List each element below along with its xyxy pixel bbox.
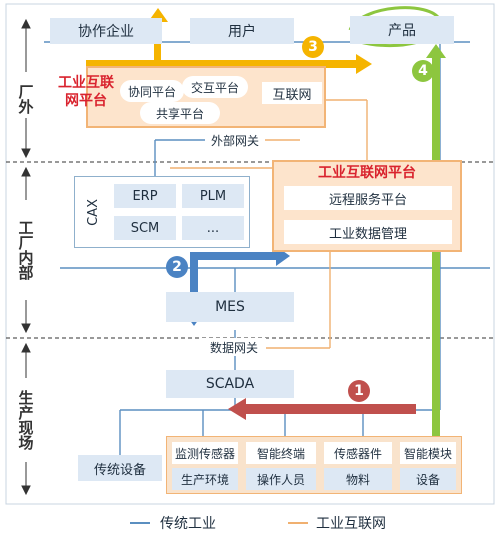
device-tile-2-top-label: 智能终端 [256, 446, 305, 461]
product-label: 产品 [388, 23, 416, 39]
step-4-badge: 4 [412, 60, 434, 82]
plm-label: PLM [199, 188, 227, 204]
cloud-share-label: 共享平台 [155, 106, 204, 121]
inner-iip-title-box: 工业互联网平台 [272, 160, 462, 184]
zone-label-factory: 工厂内部 [8, 200, 42, 300]
step-4-number: 4 [418, 63, 428, 79]
device-tile-1-top: 监测传感器 [172, 442, 238, 464]
erp-label: ERP [132, 188, 158, 204]
arrow-1-red [228, 398, 416, 420]
device-tile-3-bottom-label: 物料 [345, 472, 370, 487]
cax-label-box: CAX [80, 182, 106, 242]
more-systems-label: ... [206, 220, 220, 236]
step-2-number: 2 [172, 259, 182, 275]
cax-label: CAX [85, 198, 101, 226]
step-1-badge: 1 [348, 380, 370, 402]
external-gateway: 外部网关 [205, 130, 265, 150]
plm-box: PLM [182, 184, 244, 208]
device-tile-1-bottom: 生产环境 [172, 468, 238, 490]
zone-arrows [21, 18, 31, 496]
internet-label: 互联网 [272, 87, 312, 103]
device-tile-4-bottom: 设备 [400, 468, 456, 490]
inner-iip-title: 工业互联网平台 [318, 165, 416, 181]
mes-box: MES [166, 292, 294, 322]
device-tile-4-bottom-label: 设备 [415, 472, 440, 487]
step-3-number: 3 [308, 39, 318, 55]
device-tile-2-top: 智能终端 [246, 442, 316, 464]
data-gateway-label: 数据网关 [209, 340, 258, 355]
step-2-badge: 2 [166, 256, 188, 278]
remote-service-box: 远程服务平台 [284, 186, 452, 210]
zone-label-text: 生产现场 [16, 390, 35, 450]
outer-frame [5, 3, 495, 505]
cloud-interact: 交互平台 [182, 76, 248, 98]
device-tile-3-top-label: 传感器件 [333, 446, 382, 461]
cloud-collab-label: 协同平台 [127, 84, 176, 99]
legacy-equipment-box: 传统设备 [78, 455, 162, 481]
product-box: 产品 [350, 16, 454, 44]
cloud-interact-label: 交互平台 [190, 80, 239, 95]
step-3-badge: 3 [302, 36, 324, 58]
legend: 传统工业 工业互联网 [120, 510, 420, 536]
scada-box: SCADA [166, 370, 294, 398]
external-gateway-label: 外部网关 [210, 133, 259, 148]
scada-label: SCADA [205, 376, 255, 392]
zone-label-field: 生产现场 [8, 378, 42, 462]
user-box: 用户 [190, 18, 294, 44]
device-tile-1-top-label: 监测传感器 [174, 446, 235, 461]
outer-iip-title-line1: 工业互联 [58, 75, 114, 91]
zone-label-outside: 厂外 [8, 78, 42, 120]
zone-label-text: 工厂内部 [16, 220, 35, 280]
partner-label: 协作企业 [78, 24, 134, 40]
legacy-equipment-label: 传统设备 [93, 462, 146, 478]
device-tile-3-bottom: 物料 [324, 468, 392, 490]
internet-box: 互联网 [262, 82, 322, 104]
data-management-box: 工业数据管理 [284, 220, 452, 244]
partner-enterprise-box: 协作企业 [50, 18, 162, 44]
erp-box: ERP [114, 184, 176, 208]
mes-label: MES [215, 299, 245, 315]
outer-iip-title-line2: 网平台 [65, 93, 107, 109]
cloud-collab: 协同平台 [120, 80, 184, 102]
legend-swatches [130, 522, 308, 524]
cloud-share: 共享平台 [140, 102, 220, 124]
zone-label-text: 厂外 [16, 84, 35, 114]
legend-traditional: 传统工业 [160, 516, 216, 532]
device-tile-2-bottom-label: 操作人员 [256, 472, 305, 487]
step-1-number: 1 [354, 383, 364, 399]
device-tile-1-bottom-label: 生产环境 [180, 472, 229, 487]
device-tile-2-bottom: 操作人员 [246, 468, 316, 490]
data-gateway: 数据网关 [202, 338, 266, 356]
outer-iip-title: 工业互联 网平台 [52, 74, 120, 110]
legend-iip: 工业互联网 [316, 516, 386, 532]
device-tile-4-top: 智能模块 [400, 442, 456, 464]
device-tile-3-top: 传感器件 [324, 442, 392, 464]
scm-label: SCM [130, 220, 160, 236]
data-management-label: 工业数据管理 [328, 226, 407, 242]
user-label: 用户 [228, 24, 256, 40]
more-systems-box: ... [182, 216, 244, 240]
device-tile-4-top-label: 智能模块 [403, 446, 452, 461]
remote-service-label: 远程服务平台 [328, 192, 407, 208]
scm-box: SCM [114, 216, 176, 240]
